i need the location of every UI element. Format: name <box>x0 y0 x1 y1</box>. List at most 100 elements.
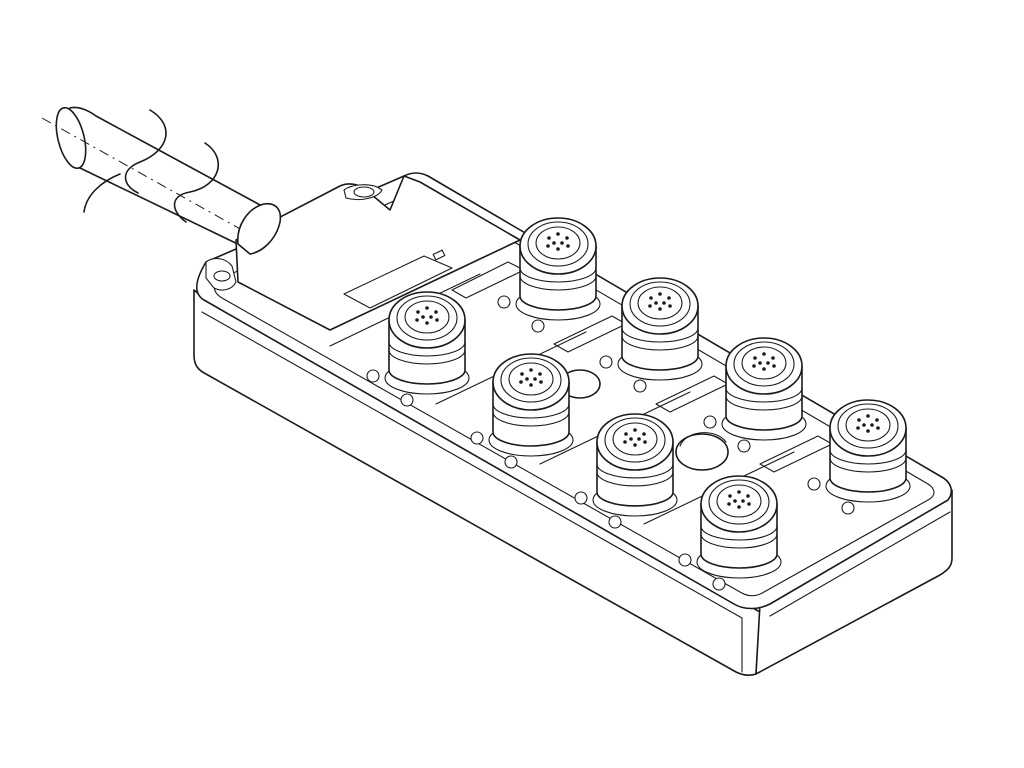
pin-contact <box>565 236 569 240</box>
pin-contact <box>737 490 741 494</box>
led-indicator <box>504 455 518 469</box>
cable-end <box>55 106 87 170</box>
pin-contact <box>762 352 766 356</box>
pin-contact <box>556 232 560 236</box>
pin-contact <box>766 361 770 365</box>
cable-centerline <box>41 117 293 259</box>
port-socket <box>612 422 658 456</box>
cable-body <box>58 106 263 249</box>
pin-contact <box>425 321 429 325</box>
pin-contact <box>566 244 570 248</box>
pin-contact <box>772 364 776 368</box>
pin-contact <box>539 380 543 384</box>
port-ring <box>700 525 778 541</box>
pin-contact <box>876 426 880 430</box>
pin-contact <box>753 356 757 360</box>
pin-contact <box>556 247 560 251</box>
port-ring <box>621 327 699 343</box>
port-socket <box>845 408 891 442</box>
pin-contact <box>547 236 551 240</box>
port-ring <box>388 341 466 357</box>
pin-contact <box>552 241 556 245</box>
led-indicator <box>737 439 751 453</box>
m12-port-connector <box>470 353 574 469</box>
port-ring <box>596 463 674 479</box>
m12-port-connector <box>497 217 601 333</box>
port-ring <box>519 267 597 283</box>
pin-contact <box>862 423 866 427</box>
pin-contact <box>648 304 652 308</box>
port-socket <box>508 362 554 396</box>
pin-contact <box>758 361 762 365</box>
center-mount-holes <box>559 369 729 471</box>
port-ring <box>700 533 778 549</box>
pin-contact <box>416 310 420 314</box>
port-socket <box>637 286 683 320</box>
led-indicator <box>703 415 717 429</box>
port-ring <box>492 403 570 419</box>
cable-break-line-3 <box>83 173 121 213</box>
pin-contact <box>746 494 750 498</box>
port-ring <box>596 471 674 487</box>
port-socket <box>535 226 581 260</box>
pin-contact <box>529 368 533 372</box>
pin-contact <box>662 301 666 305</box>
ports-layer <box>366 217 911 591</box>
led-indicator <box>531 319 545 333</box>
led-indicator <box>400 393 414 407</box>
pin-contact <box>658 307 662 311</box>
port-ring <box>725 387 803 403</box>
pin-contact <box>519 380 523 384</box>
pin-contact <box>752 364 756 368</box>
port-ring <box>621 335 699 351</box>
led-indicator <box>470 431 484 445</box>
pin-contact <box>533 377 537 381</box>
port-ring <box>829 457 907 473</box>
port-ring <box>388 349 466 365</box>
pin-contact <box>525 377 529 381</box>
pin-contact <box>520 372 524 376</box>
pin-contact <box>866 429 870 433</box>
pin-contact <box>560 241 564 245</box>
pin-contact <box>429 315 433 319</box>
cable <box>41 106 293 259</box>
pin-contact <box>633 428 637 432</box>
pin-contact <box>624 432 628 436</box>
cable-break-line-2 <box>173 142 220 223</box>
pin-contact <box>668 304 672 308</box>
pin-contact <box>425 306 429 310</box>
mounting-hole <box>213 270 231 282</box>
center-hole-large <box>675 433 729 471</box>
housing-edge-line-2 <box>769 511 951 617</box>
m12-port-connector <box>807 399 911 515</box>
housing-edge-line <box>201 311 743 619</box>
led-indicator <box>366 369 380 383</box>
pin-contact <box>642 432 646 436</box>
housing-right-face <box>755 489 953 675</box>
pin-contact <box>866 414 870 418</box>
port-socket <box>404 300 450 334</box>
led-indicator <box>497 295 511 309</box>
m12-port-connector <box>678 475 782 591</box>
led-indicator <box>633 379 647 393</box>
port-socket <box>741 346 787 380</box>
pin-contact <box>637 437 641 441</box>
port-socket <box>716 484 762 518</box>
pin-contact <box>658 292 662 296</box>
led-indicator <box>841 501 855 515</box>
pin-contact <box>741 499 745 503</box>
port-ring <box>829 449 907 465</box>
m12-port-connector <box>599 277 703 393</box>
pin-contact <box>667 296 671 300</box>
pin-contact <box>435 318 439 322</box>
pin-contact <box>654 301 658 305</box>
pin-contact <box>856 426 860 430</box>
pin-contact <box>649 296 653 300</box>
top-mount-hole <box>353 186 375 198</box>
pin-contact <box>747 502 751 506</box>
pin-contact <box>415 318 419 322</box>
cable-gland-nut <box>237 202 282 255</box>
led-indicator <box>574 491 588 505</box>
